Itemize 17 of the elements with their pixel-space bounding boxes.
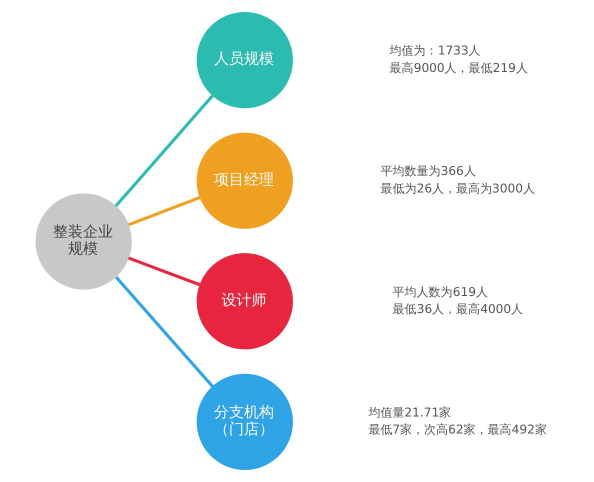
connector <box>114 276 214 388</box>
node-label: 平均人数为619人 <box>392 284 488 299</box>
node-label: 最低为26人，最高为3000人 <box>380 181 534 196</box>
node-circle: 项目经理 <box>196 132 292 229</box>
node-circle: 设计师 <box>196 253 292 350</box>
connector <box>114 94 214 208</box>
node-label: 最低36人，最高4000人 <box>392 302 523 316</box>
connector <box>128 196 200 226</box>
node-label: 平均数量为366人 <box>380 164 476 178</box>
connector <box>128 256 200 286</box>
node-circle: 分支机构（门店） <box>196 374 292 470</box>
node-label: 均值为：1733人 <box>389 44 480 58</box>
node-label: 最高9000人，最低219人 <box>389 60 528 75</box>
node-label: 均值量21.71家 <box>368 405 451 420</box>
node-circle: 人员规模 <box>196 12 292 108</box>
node-label: 最低7家，次高62家，最高492家 <box>368 422 546 437</box>
node-circle: 整装企业规模 <box>35 193 132 290</box>
